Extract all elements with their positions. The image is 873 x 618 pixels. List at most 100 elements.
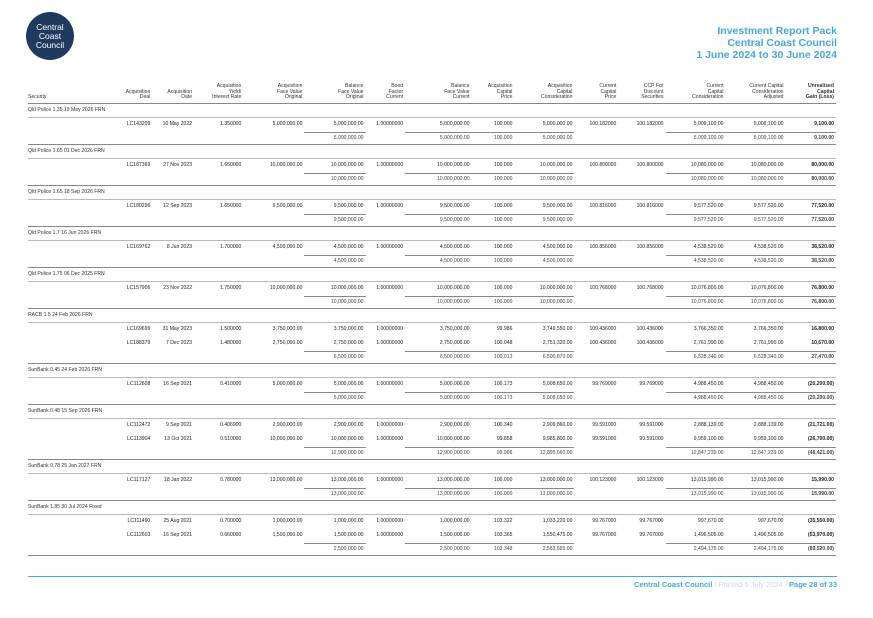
balance-face-value-original-cell: 5,000,000.00 (333, 121, 364, 128)
current-consideration-cell: 5,009,100.00 (693, 121, 724, 128)
current-price-cell: 100.436000 (589, 326, 617, 333)
logo-line-3: Council (35, 39, 65, 50)
empty-cell (618, 544, 665, 556)
empty-cell (194, 215, 243, 227)
subtotal-balance-face-value-current-cell: 4,500,000.00 (405, 255, 472, 268)
subtotal-balance-face-value-original-cell: 2,500,000.00 (304, 543, 366, 556)
col-ccp-discount: CCP For Discount Securities (641, 83, 664, 101)
logo-line-1: Central (36, 21, 64, 32)
balance-face-value-original-cell: 3,750,000.00 (333, 326, 364, 333)
empty-cell (574, 393, 618, 405)
subtotal-gain-cell: 76,800.00 (785, 296, 836, 309)
bond-factor-cell: 1.00000000 (376, 518, 404, 525)
empty-cell (618, 448, 665, 460)
balance-face-value-original-cell: 1,500,000.00 (333, 532, 364, 539)
yield-cell: 1.650000 (220, 203, 242, 210)
col-current-adjusted: Current Capital Consideration Adjusted (749, 83, 784, 101)
gain-cell: 16,800.00 (811, 326, 834, 333)
deal-cell: LC157906 (126, 285, 151, 292)
yield-cell: 0.406900 (220, 422, 242, 429)
security-cell (28, 215, 116, 227)
ccp-discount-cell: 100.816000 (636, 203, 664, 210)
subtotal-gain-cell: (20,200.00) (785, 392, 836, 405)
ccp-discount-cell: 100.436000 (636, 326, 664, 333)
bond-factor-cell: 1.00000000 (376, 244, 404, 251)
current-price-cell: 99.591000 (592, 436, 617, 443)
gain-cell: 77,520.00 (811, 203, 834, 210)
col-yield: Acquisition Yield/ Interest Rate (212, 83, 242, 101)
acquisition-consideration-cell: 4,500,000.00 (542, 244, 573, 251)
gain-cell: (20,200.00) (807, 381, 834, 388)
face-value-original-cell: 2,750,000.00 (272, 340, 303, 347)
ccp-discount-cell: 99.767000 (639, 532, 664, 539)
security-group-row: Qld Police 1.75 06 Dec 2025 FRN (28, 268, 836, 282)
face-value-original-cell: 10,000,000.00 (269, 436, 303, 443)
empty-cell (243, 393, 304, 405)
subtotal-current-adjusted-cell: 12,847,239.00 (725, 447, 786, 460)
face-value-original-cell: 9,500,000.00 (272, 203, 303, 210)
subtotal-current-consideration-cell: 5,009,100.00 (665, 132, 726, 145)
face-value-original-cell: 10,000,000.00 (269, 285, 303, 292)
col-bond-factor: Bond Factor Current (386, 83, 404, 101)
security-cell (28, 474, 116, 489)
deal-cell: LC111490 (127, 518, 151, 525)
security-group-row: SunBank 0.48 15 Sep 2026 FRN (28, 405, 836, 419)
current-price-cell: 100.182000 (589, 121, 617, 128)
bond-factor-cell: 1.00000000 (376, 340, 404, 347)
col-security: Security (28, 94, 47, 101)
empty-cell (152, 133, 194, 145)
security-cell (28, 133, 116, 145)
ccp-discount-cell: 100.856000 (636, 244, 664, 251)
acquisition-price-cell: 100.173 (494, 381, 513, 388)
security-name: Qld Police 1.65 18 Sep 2026 FRN (28, 188, 105, 195)
subtotal-gain-cell: 80,000.00 (785, 173, 836, 186)
balance-face-value-original-cell: 13,000,000.00 (330, 477, 364, 484)
subtotal-acquisition-consideration-cell: 10,000,000.00 (514, 296, 575, 309)
subtotal-acquisition-price-cell: 100.000 (471, 488, 515, 501)
subtotal-balance-face-value-current-cell: 2,500,000.00 (405, 543, 472, 556)
subtotal-balance-face-value-original-cell: 10,000,000.00 (304, 296, 366, 309)
col-date: Acquisition Date (167, 88, 193, 101)
empty-cell (574, 297, 618, 309)
security-cell (28, 448, 116, 460)
col-face-value-original: Acquisition Face Value Original (277, 83, 303, 101)
yield-cell: 1.700000 (220, 244, 242, 251)
current-price-cell: 100.856000 (589, 244, 617, 251)
current-consideration-cell: 4,538,520.00 (693, 244, 724, 251)
current-price-cell: 100.768000 (589, 285, 617, 292)
acquisition-price-cell: 100.000 (494, 121, 513, 128)
empty-cell (194, 174, 243, 186)
security-cell (28, 352, 116, 364)
face-value-original-cell: 5,000,000.00 (272, 381, 303, 388)
current-consideration-cell: 9,959,100.00 (693, 436, 724, 443)
balance-face-value-original-cell: 4,500,000.00 (333, 244, 364, 251)
subtotal-acquisition-consideration-cell: 10,000,000.00 (514, 173, 575, 186)
table-header-row: Security Acquisition Deal Acquisition Da… (28, 67, 836, 104)
balance-face-value-original-cell: 5,000,000.00 (333, 381, 364, 388)
yield-cell: 0.410000 (220, 381, 242, 388)
col-current-consideration: Current Capital Consideration (692, 83, 724, 101)
empty-cell (152, 215, 194, 227)
current-adjusted-cell: 4,988,450.00 (753, 381, 784, 388)
empty-cell (243, 489, 304, 501)
acquisition-price-cell: 100.000 (494, 244, 513, 251)
gain-cell: (21,721.00) (807, 422, 834, 429)
security-cell (28, 433, 116, 448)
bond-factor-cell: 1.00000000 (376, 422, 404, 429)
balance-face-value-current-cell: 10,000,000.00 (437, 162, 470, 169)
empty-cell (618, 393, 665, 405)
date-cell: 10 May 2022 (162, 121, 193, 128)
bond-factor-cell: 1.00000000 (376, 477, 404, 484)
yield-cell: 0.780000 (220, 477, 242, 484)
gain-cell: 76,800.00 (811, 285, 834, 292)
current-adjusted-cell: 10,080,000.00 (750, 162, 784, 169)
balance-face-value-current-cell: 4,500,000.00 (439, 244, 470, 251)
empty-cell (243, 448, 304, 460)
security-cell (28, 118, 116, 133)
security-name: SunBank 0.48 15 Sep 2026 FRN (28, 407, 103, 414)
